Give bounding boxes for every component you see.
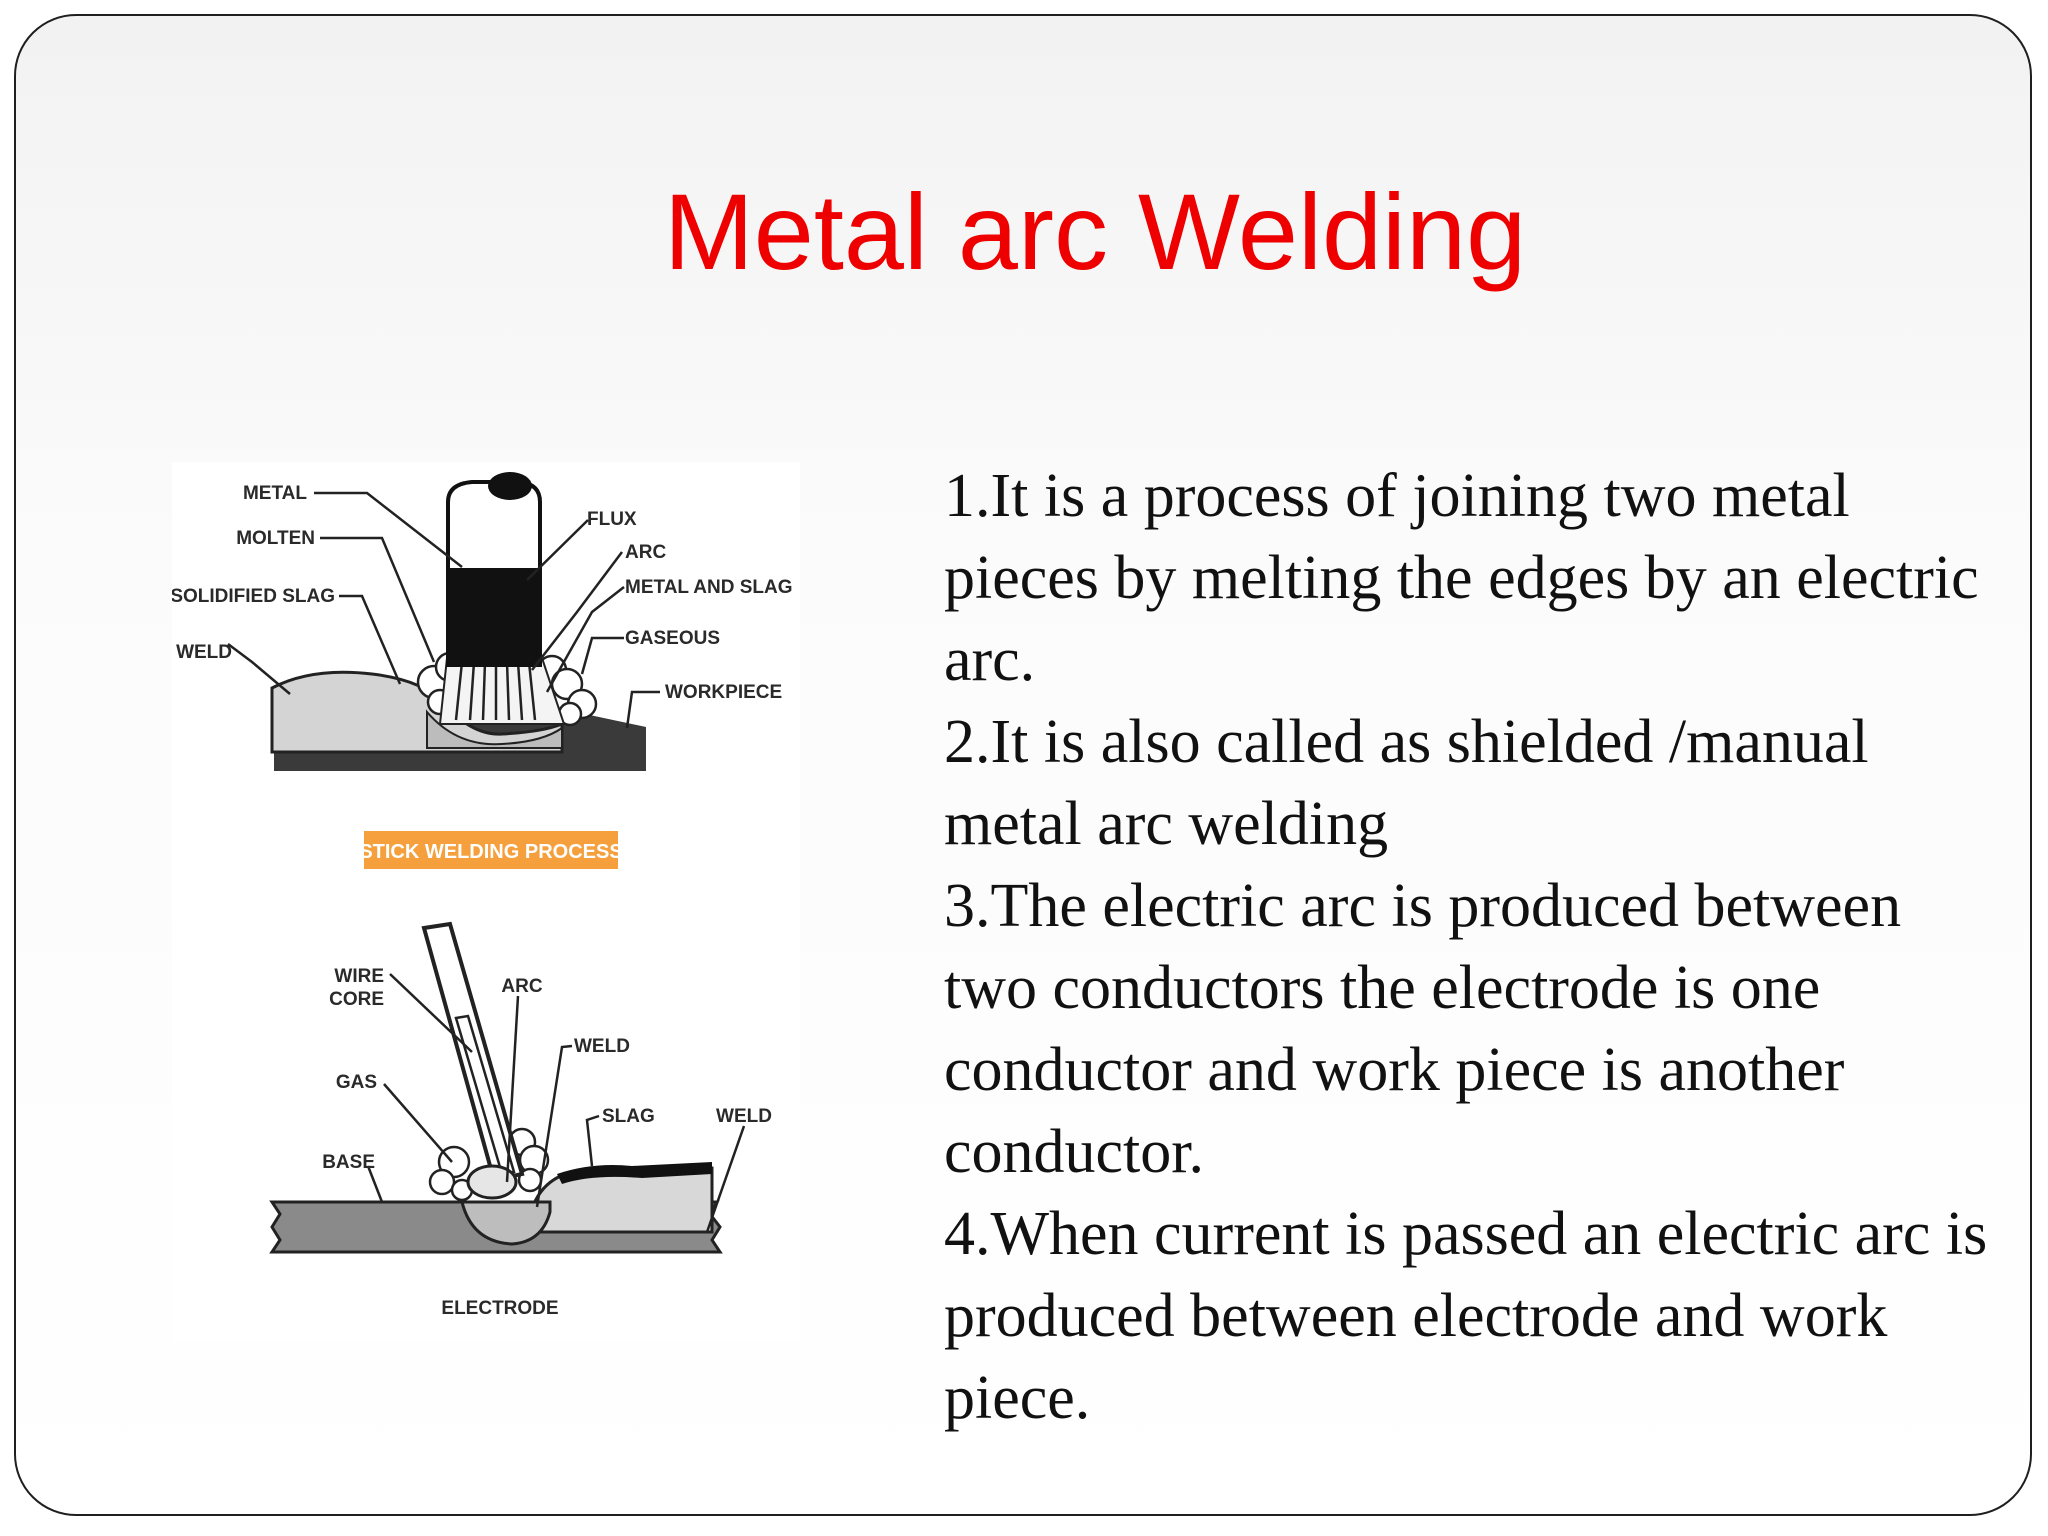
stick-caption: STICK WELDING PROCESS [359,841,622,863]
leader-lines [227,491,660,729]
label-core: CORE [329,989,384,1010]
label-weld-top: WELD [574,1036,630,1057]
label-flux: FLUX [587,509,637,530]
welding-diagram: METAL MOLTEN SOLIDIFIED SLAG WELD FLUX A… [172,472,792,1319]
point-2: 2.It is also called as shielded /manual … [944,708,1869,858]
stick-welding-diagram: METAL MOLTEN SOLIDIFIED SLAG WELD FLUX A… [172,472,792,869]
label-weld: WELD [176,642,232,663]
label-gas: GAS [336,1072,377,1093]
bullet-text: 1.It is a process of joining two metal p… [944,455,2004,1439]
label-wire: WIRE [334,966,384,987]
label-slag: SLAG [602,1106,655,1127]
weld-bead-right [525,1166,714,1234]
label-base: BASE [322,1152,375,1173]
label-workpiece: WORKPIECE [665,682,782,703]
electrode-diagram: WIRE CORE ARC WELD GAS SLAG WELD BASE EL… [269,921,772,1319]
label-gaseous: GASEOUS [625,628,720,649]
point-3: 3.The electric arc is produced between t… [944,872,1902,1186]
electrode-core-strip [454,1014,516,1176]
slide-title: Metal arc Welding [663,171,1527,292]
point-4: 4.When current is passed an electric arc… [944,1200,1988,1432]
point-1: 1.It is a process of joining two metal p… [944,462,1979,694]
welding-figure: METAL MOLTEN SOLIDIFIED SLAG WELD FLUX A… [172,462,800,1342]
electrode-flux [446,567,542,667]
label-metal-and-slag: METAL AND SLAG [625,577,792,598]
label-arc-bottom: ARC [501,976,542,997]
arc-lines [454,661,537,721]
stick-caption-box [364,831,618,869]
electrode-leader-lines [366,973,746,1233]
label-arc: ARC [625,542,666,563]
label-metal: METAL [243,483,307,504]
label-molten: MOLTEN [236,528,315,549]
slag-layer [557,1162,712,1184]
electrode-caption: ELECTRODE [441,1298,558,1319]
weld-pool [460,1200,552,1246]
label-weld-right: WELD [716,1106,772,1127]
label-solidified-slag: SOLIDIFIED SLAG [172,586,335,607]
molten-pool [426,709,563,749]
electrode-tip-top [488,472,532,500]
electrode-tip [466,1164,518,1200]
